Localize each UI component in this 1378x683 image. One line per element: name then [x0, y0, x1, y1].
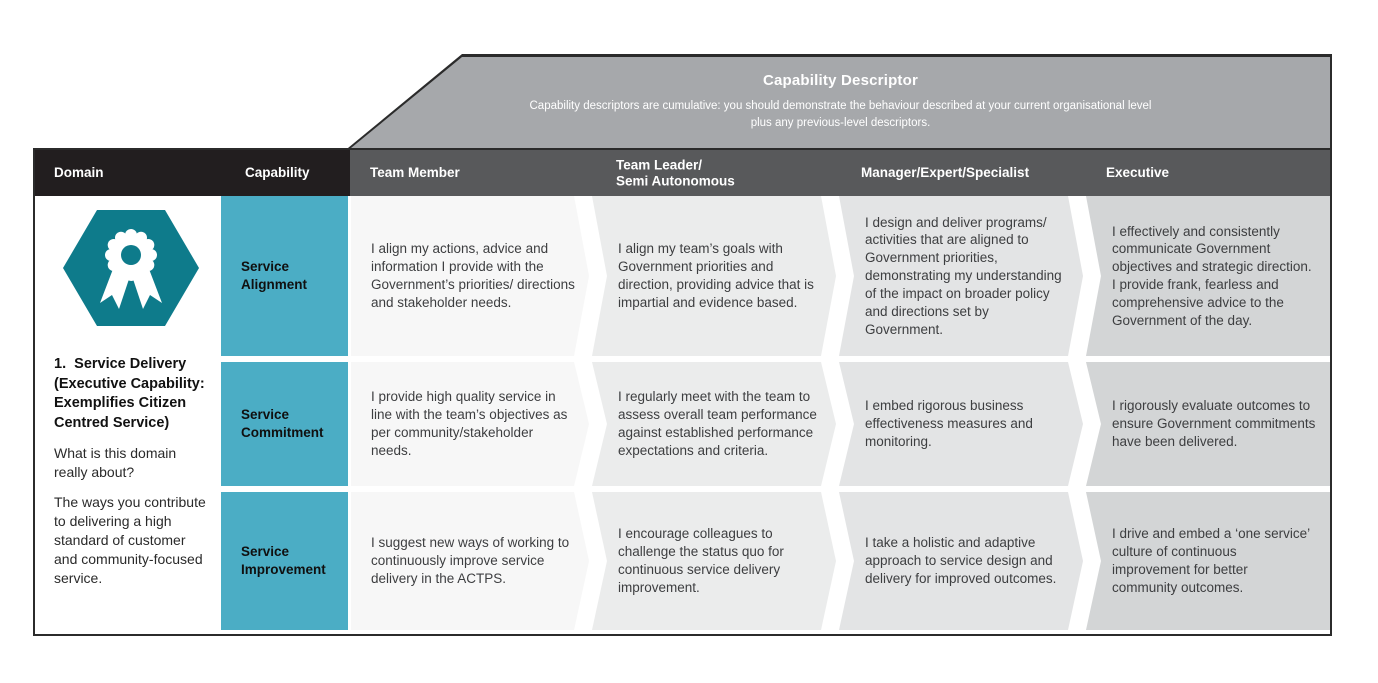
table-body: 1. Service Delivery (Executive Capabilit…: [35, 196, 1330, 630]
domain-question: What is this domain really about?: [54, 445, 177, 481]
domain-title: 1. Service Delivery (Executive Capabilit…: [54, 356, 205, 431]
header-domain-capability-strip: Domain Capability: [35, 150, 350, 196]
descriptor-text: I take a holistic and adaptive approach …: [865, 535, 1057, 586]
domain-cell: 1. Service Delivery (Executive Capabilit…: [35, 196, 221, 630]
descriptor-cell-team-member: I align my actions, advice and informati…: [351, 196, 589, 356]
descriptor-row-service-alignment: I align my actions, advice and informati…: [351, 196, 1330, 356]
capability-descriptor-banner-inner: Capability Descriptor Capability descrip…: [351, 57, 1330, 148]
level-header-team-leader: Team Leader/ Semi Autonomous: [616, 157, 735, 188]
table-header-row: Domain Capability Team Member Team Leade…: [35, 150, 1330, 196]
level-header-team-member: Team Member: [370, 165, 460, 181]
descriptor-cell-team-member: I provide high quality service in line w…: [351, 362, 589, 486]
level-header-manager-expert-specialist: Manager/Expert/Specialist: [861, 165, 1030, 181]
descriptor-text: I align my team’s goals with Government …: [618, 241, 814, 310]
descriptor-text: I encourage colleagues to challenge the …: [618, 526, 784, 595]
descriptor-text: I embed rigorous business effectiveness …: [865, 398, 1033, 449]
domain-column-header: Domain: [54, 165, 104, 181]
descriptor-cell-manager: I design and deliver programs/ activitie…: [839, 196, 1083, 356]
capability-descriptor-banner: Capability Descriptor Capability descrip…: [348, 54, 1332, 148]
descriptor-text: I align my actions, advice and informati…: [371, 241, 575, 310]
capability-column-header: Capability: [245, 165, 310, 181]
descriptor-cell-executive: I effectively and consistently communica…: [1086, 196, 1330, 356]
header-levels-strip: Team Member Team Leader/ Semi Autonomous…: [350, 150, 1330, 196]
descriptor-text: I design and deliver programs/ activitie…: [865, 214, 1062, 337]
descriptor-text: I suggest new ways of working to continu…: [371, 535, 570, 586]
descriptor-row-service-improvement: I suggest new ways of working to continu…: [351, 492, 1330, 630]
descriptor-text: I effectively and consistently communica…: [1112, 223, 1312, 328]
descriptor-text: I drive and embed a ‘one service’ cultur…: [1112, 526, 1310, 595]
domain-description: The ways you contribute to delivering a …: [54, 494, 206, 586]
descriptor-cell-team-member: I suggest new ways of working to continu…: [351, 492, 589, 630]
capability-cell-service-alignment: Service Alignment: [221, 196, 348, 356]
capability-column: Service Alignment Service Commitment Ser…: [221, 196, 348, 630]
banner-subtitle: Capability descriptors are cumulative: y…: [529, 100, 1152, 129]
banner-title: Capability Descriptor: [762, 72, 919, 89]
descriptor-cell-executive: I rigorously evaluate outcomes to ensure…: [1086, 362, 1330, 486]
descriptor-cell-manager: I embed rigorous business effectiveness …: [839, 362, 1083, 486]
descriptor-cell-team-leader: I align my team’s goals with Government …: [592, 196, 836, 356]
descriptor-cell-manager: I take a holistic and adaptive approach …: [839, 492, 1083, 630]
capability-cell-service-improvement: Service Improvement: [221, 492, 348, 630]
descriptor-grid: I align my actions, advice and informati…: [351, 196, 1330, 630]
level-header-executive: Executive: [1106, 165, 1170, 181]
descriptor-row-service-commitment: I provide high quality service in line w…: [351, 362, 1330, 486]
capability-table: Domain Capability Team Member Team Leade…: [33, 148, 1332, 636]
descriptor-text: I rigorously evaluate outcomes to ensure…: [1112, 398, 1316, 449]
descriptor-cell-team-leader: I encourage colleagues to challenge the …: [592, 492, 836, 630]
descriptor-cell-executive: I drive and embed a ‘one service’ cultur…: [1086, 492, 1330, 630]
rosette-award-icon: [61, 207, 201, 329]
descriptor-text: I regularly meet with the team to assess…: [618, 389, 817, 458]
descriptor-cell-team-leader: I regularly meet with the team to assess…: [592, 362, 836, 486]
capability-cell-service-commitment: Service Commitment: [221, 362, 348, 486]
descriptor-text: I provide high quality service in line w…: [371, 389, 568, 458]
